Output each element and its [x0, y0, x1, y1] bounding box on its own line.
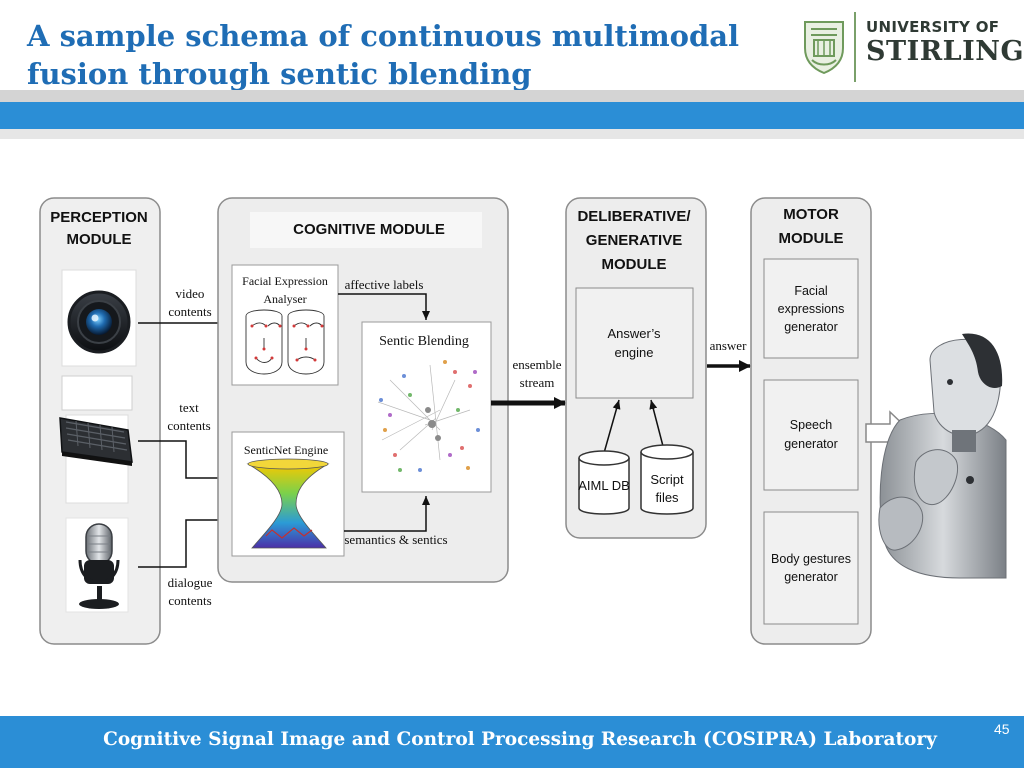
speech-generator-box	[763, 379, 859, 491]
microphone-icon	[78, 523, 120, 609]
body-gestures-generator-box	[763, 511, 859, 625]
senticnet-engine-label: SenticNet Engine	[244, 443, 328, 457]
dialogue-arrow	[138, 516, 232, 568]
slide-title: A sample schema of continuous multimodal…	[27, 17, 767, 93]
facial-expression-analyser-box	[231, 264, 339, 386]
sentic-blending-graph	[377, 360, 480, 472]
footer-text: Cognitive Signal Image and Control Proce…	[103, 729, 937, 750]
deliberative-title-1: DELIBERATIVE/	[577, 208, 691, 225]
speech-generator-label-1: Speech	[790, 418, 832, 432]
facial-expressions-generator-box	[763, 258, 859, 359]
sentic-blending-box	[361, 321, 492, 493]
script-files-cylinder	[640, 444, 694, 515]
body-generator-label-2: generator	[784, 570, 838, 584]
body-generator-label-1: Body gestures	[771, 552, 851, 566]
affective-labels-label: affective labels	[345, 277, 424, 292]
robot-image	[878, 333, 1007, 579]
perception-title-2: MODULE	[67, 231, 132, 248]
answers-engine-box	[575, 287, 694, 399]
cognitive-title: COGNITIVE MODULE	[293, 221, 445, 238]
facial-analyser-label-1: Facial Expression	[242, 274, 328, 288]
dialogue-contents-label-2: contents	[168, 593, 211, 608]
text-contents-label-2: contents	[167, 418, 210, 433]
script-files-label-1: Script	[650, 472, 684, 487]
video-contents-label-2: contents	[168, 304, 211, 319]
facial-analyser-label-2: Analyser	[263, 292, 306, 306]
text-arrow	[138, 440, 232, 482]
text-contents-label-1: text	[179, 400, 199, 415]
speech-generator-label-2: generator	[784, 437, 838, 451]
video-contents-label-1: video	[176, 286, 205, 301]
affective-labels-arrow	[338, 293, 430, 320]
ensemble-stream-label-1: ensemble	[512, 357, 561, 372]
deliberative-title-2: GENERATIVE	[586, 232, 682, 249]
answers-engine-label-2: engine	[614, 345, 653, 360]
footer-band: Cognitive Signal Image and Control Proce…	[0, 716, 1024, 768]
camera-icon	[67, 290, 131, 354]
logo-stirling: STIRLING	[866, 36, 1024, 67]
title-line-2: fusion through sentic blending	[27, 57, 532, 91]
script-files-label-2: files	[655, 490, 679, 505]
semantics-sentics-arrow	[344, 496, 430, 532]
motor-title-1: MOTOR	[783, 206, 839, 223]
page-number: 45	[994, 721, 1010, 737]
dialogue-contents-label-1: dialogue	[168, 575, 213, 590]
logo-university-of: UNIVERSITY OF	[866, 18, 1000, 36]
semantics-sentics-label: semantics & sentics	[344, 532, 447, 547]
perception-title-1: PERCEPTION	[50, 209, 148, 226]
aiml-db-cylinder	[578, 450, 630, 515]
ensemble-stream-label-2: stream	[520, 375, 555, 390]
university-logo: UNIVERSITY OF STIRLING	[800, 12, 1024, 84]
header-band-grey	[0, 90, 1024, 102]
header-band-blue	[0, 102, 1024, 129]
deliberative-title-3: MODULE	[602, 256, 667, 273]
facial-generator-label-1: Facial	[794, 284, 827, 298]
keyboard-icon	[59, 417, 133, 466]
answers-engine-label-1: Answer’s	[608, 326, 661, 341]
facial-generator-label-2: expressions	[778, 302, 845, 316]
aiml-db-label: AIML DB	[578, 478, 630, 493]
hourglass-model-image	[246, 458, 330, 549]
header-band-light	[0, 129, 1024, 139]
title-line-1: A sample schema of continuous multimodal	[27, 19, 740, 53]
facial-generator-label-3: generator	[784, 320, 838, 334]
script-arrow	[649, 399, 665, 451]
crest-icon	[804, 21, 844, 74]
sentic-blending-label: Sentic Blending	[379, 334, 469, 349]
logo-divider	[854, 12, 856, 82]
answer-label: answer	[710, 338, 747, 353]
motor-title-2: MODULE	[779, 230, 844, 247]
aiml-arrow	[603, 399, 621, 454]
